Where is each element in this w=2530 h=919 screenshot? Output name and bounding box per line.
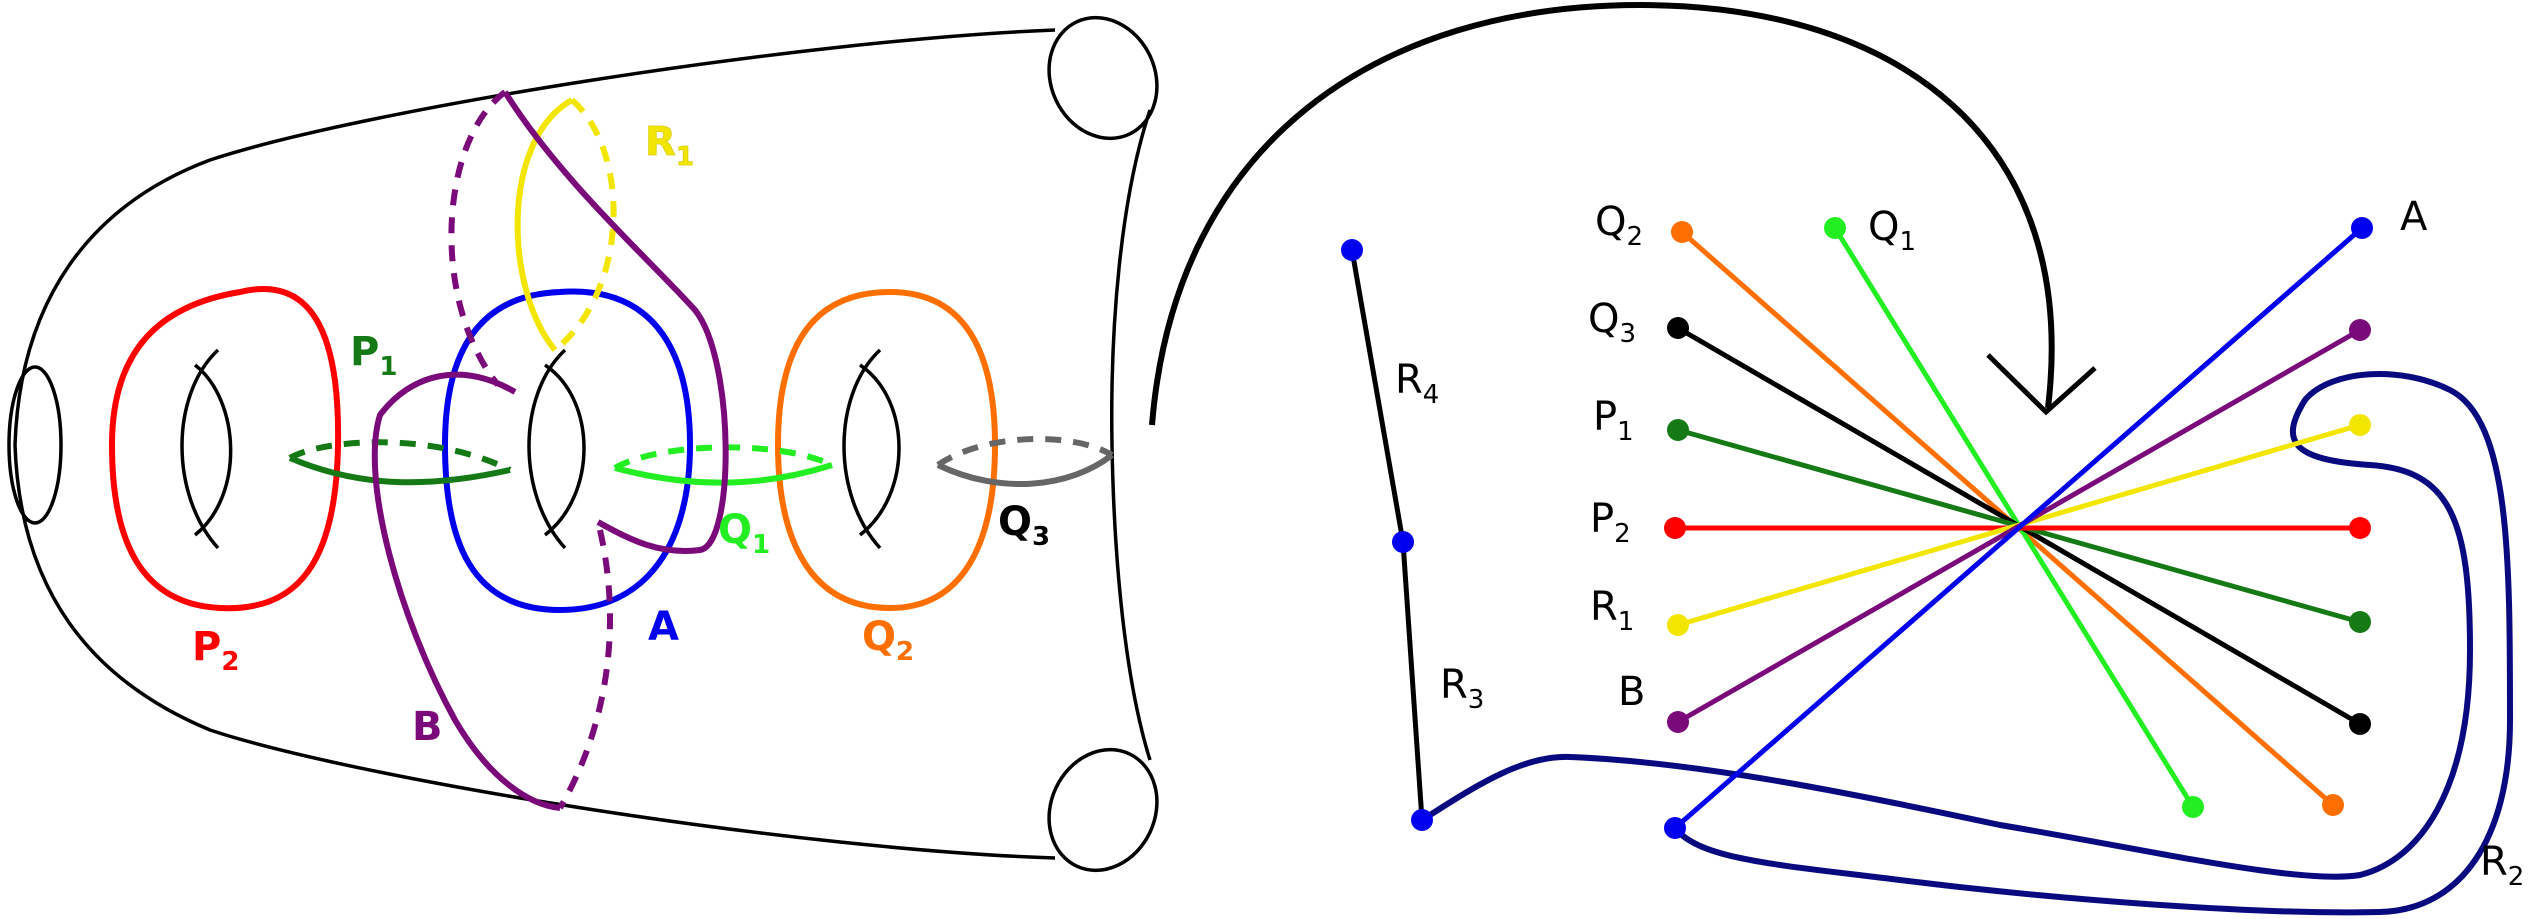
node-r1 bbox=[1667, 614, 1689, 636]
curve-b-lower bbox=[371, 371, 561, 811]
rlabel-b: B bbox=[1618, 669, 1645, 715]
rlabel-q1: Q1 bbox=[1868, 204, 1916, 257]
rlabel-r3: R3 bbox=[1440, 662, 1484, 715]
node-r-bottom bbox=[1411, 809, 1433, 831]
curve-q1-hidden bbox=[613, 444, 834, 471]
star bbox=[1673, 226, 2364, 830]
node-r1-end bbox=[2349, 414, 2371, 436]
rlabel-p2: P2 bbox=[1590, 496, 1631, 549]
curve-q3 bbox=[936, 452, 1114, 488]
node-p2-end bbox=[2349, 517, 2371, 539]
boundary-cap-bottom bbox=[1047, 747, 1159, 873]
edge-r3 bbox=[1400, 541, 1425, 821]
label-q1: Q1 bbox=[718, 507, 770, 560]
edge-r4 bbox=[1349, 249, 1406, 543]
label-p1: P1 bbox=[350, 329, 397, 382]
node-q1 bbox=[1824, 217, 1846, 239]
label-p2: P2 bbox=[192, 624, 239, 677]
hole-3 bbox=[842, 348, 901, 550]
node-r-top bbox=[1341, 239, 1363, 261]
node-a-end bbox=[2351, 217, 2373, 239]
curve-b-hidden bbox=[448, 89, 507, 387]
node-p1-end bbox=[2349, 611, 2371, 633]
rlabel-r1: R1 bbox=[1590, 584, 1634, 637]
curve-r1-hidden bbox=[553, 97, 617, 353]
label-q3: Q3 bbox=[998, 499, 1050, 552]
edge-a bbox=[1673, 226, 2364, 830]
curve-q2 bbox=[774, 288, 999, 612]
rlabel-r4: R4 bbox=[1395, 357, 1439, 410]
rlabel-q2: Q2 bbox=[1595, 199, 1643, 252]
curve-b bbox=[502, 90, 729, 554]
curve-b-hidden-lower bbox=[557, 529, 614, 810]
rlabel-r2: R2 bbox=[2480, 839, 2524, 892]
transition-arrow bbox=[1149, 1, 2055, 426]
node-q2-end bbox=[2322, 794, 2344, 816]
curve-r2 bbox=[1420, 371, 2514, 916]
label-a: A bbox=[648, 604, 679, 650]
node-q1-end bbox=[2182, 796, 2204, 818]
boundary-cap-left bbox=[7, 365, 63, 525]
rlabel-p1: P1 bbox=[1593, 394, 1634, 447]
label-b: B bbox=[412, 704, 443, 750]
arrow-head bbox=[1986, 353, 2097, 416]
curve-q3-hidden bbox=[936, 435, 1114, 468]
label-r1: R1 bbox=[645, 119, 694, 172]
hole-2 bbox=[527, 348, 586, 550]
node-q3-end bbox=[2349, 713, 2371, 735]
star-nodes bbox=[1664, 217, 2373, 839]
curve-p2 bbox=[108, 285, 342, 612]
boundary-cap-top bbox=[1047, 15, 1159, 141]
node-p2 bbox=[1664, 517, 1686, 539]
curve-r1 bbox=[514, 97, 574, 352]
node-q2 bbox=[1671, 221, 1693, 243]
node-b bbox=[1667, 711, 1689, 733]
edge-q1 bbox=[1832, 226, 2196, 809]
surface-right-boundary bbox=[1110, 109, 1152, 761]
node-b-end bbox=[2349, 319, 2371, 341]
curve-p1 bbox=[288, 455, 511, 486]
curve-p1-hidden bbox=[288, 439, 512, 473]
rlabel-q3: Q3 bbox=[1588, 296, 1636, 349]
node-q3 bbox=[1667, 317, 1689, 339]
rlabel-a: A bbox=[2400, 194, 2428, 240]
hole-1 bbox=[180, 348, 233, 550]
label-q2: Q2 bbox=[862, 614, 914, 667]
node-r-mid bbox=[1392, 531, 1414, 553]
node-a bbox=[1664, 817, 1686, 839]
node-p1 bbox=[1667, 419, 1689, 441]
